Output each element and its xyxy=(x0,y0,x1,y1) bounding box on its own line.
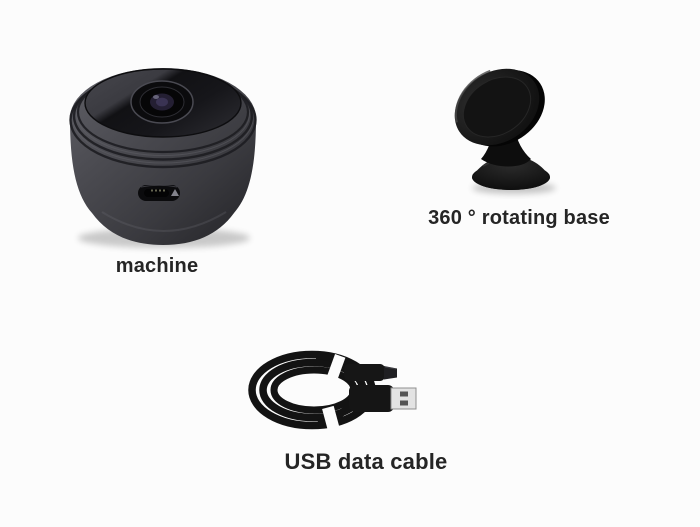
base-dome xyxy=(472,156,550,190)
base-disc xyxy=(454,68,545,147)
rotating-base-label: 360 ° rotating base xyxy=(428,207,610,229)
camera-usb-port xyxy=(138,184,180,201)
camera-photo xyxy=(69,68,257,248)
camera-label: machine xyxy=(115,255,199,277)
rotating-base-photo xyxy=(454,68,556,194)
port-arrow-icon xyxy=(171,189,179,196)
cable-ties xyxy=(322,353,346,434)
camera-lens xyxy=(130,80,194,124)
micro-usb-connector xyxy=(344,364,397,381)
usb-a-connector xyxy=(349,385,417,412)
usb-cable-photo xyxy=(248,350,417,434)
usb-cable-label: USB data cable xyxy=(284,449,448,474)
